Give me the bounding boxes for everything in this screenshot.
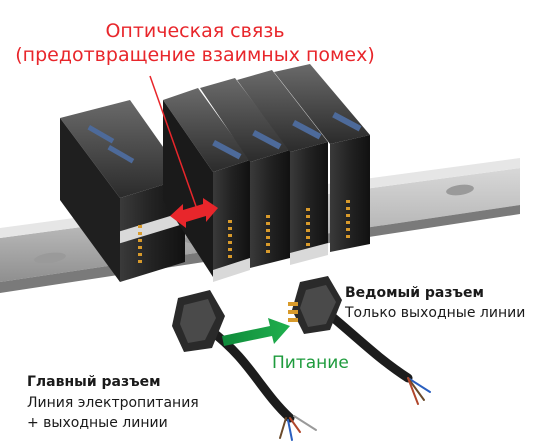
main-connector-line2: + выходные линии — [27, 415, 168, 431]
main-connector-line1: Линия электропитания — [27, 395, 199, 411]
main-connector-title: Главный разъем — [27, 374, 161, 390]
slave-amplifier-units — [163, 64, 370, 282]
optical-link-arrow — [170, 198, 218, 228]
power-arrow — [222, 318, 290, 346]
optical-link-subtitle: (предотвращение взаимных помех) — [15, 44, 375, 66]
slave-connector-plug — [288, 276, 342, 334]
slave-connector-desc: Только выходные линии — [345, 305, 526, 321]
master-amplifier-unit — [60, 100, 185, 282]
slave-connector-title: Ведомый разъем — [345, 285, 484, 301]
power-label: Питание — [272, 353, 349, 373]
optical-pointer-line — [149, 75, 199, 213]
cables — [205, 310, 431, 441]
main-connector-plug — [172, 290, 225, 352]
optical-link-title: Оптическая связь — [105, 20, 285, 42]
